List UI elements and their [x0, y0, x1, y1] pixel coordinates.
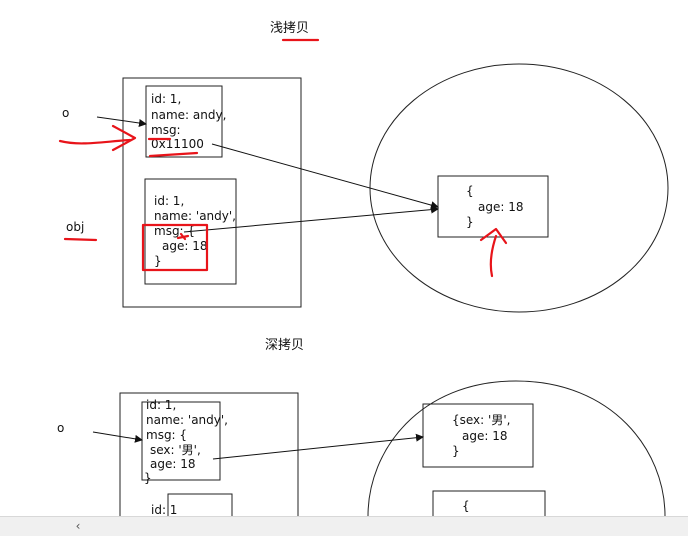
var-obj-label: obj — [66, 220, 84, 234]
deep-var-o-label: o — [57, 421, 64, 435]
deep-o-line-id: id: 1, — [146, 398, 176, 412]
shallow-copy-title: 浅拷贝 — [270, 21, 309, 36]
stack-frame-deep — [119, 392, 299, 516]
deep-o-line-sex: sex: '男', — [150, 443, 201, 457]
deep-second-heap-line-open: { — [462, 499, 470, 513]
obj-object-box — [144, 178, 237, 285]
scroll-left-icon[interactable]: ‹ — [75, 519, 81, 533]
o-line-id: id: 1, — [151, 92, 181, 106]
o-line-address: 0x11100 — [151, 137, 204, 151]
var-o-label: o — [62, 106, 69, 120]
deep-o-line-msg: msg: { — [146, 428, 187, 442]
horizontal-scrollbar[interactable]: ‹ — [0, 516, 688, 536]
o-arrow-annotation — [111, 124, 137, 152]
heap-line-age: age: 18 — [478, 200, 523, 214]
plus-mark-annotation — [176, 232, 190, 241]
stack-frame-shallow — [122, 77, 302, 308]
obj-line-close: } — [154, 254, 162, 268]
address-underline-annotation — [148, 151, 199, 158]
heap-line-open: { — [466, 184, 474, 198]
obj-line-id: id: 1, — [154, 194, 184, 208]
deep-second-box — [167, 493, 233, 516]
heap-ellipse-deep — [367, 380, 666, 516]
deep-copy-title: 深拷贝 — [265, 338, 304, 353]
deep-o-line-age: age: 18 — [150, 457, 195, 471]
arrow-address-to-heap — [211, 143, 439, 209]
copy-diagram: 浅拷贝 o obj id: 1, name: andy, msg: 0x1110… — [57, 21, 669, 516]
deep-o-line-close: } — [144, 471, 152, 485]
heap-line-close: } — [466, 215, 474, 229]
up-arrow-head-annotation — [479, 227, 508, 245]
obj-line-msg: msg: { — [154, 224, 195, 238]
deep-second-heap-box — [432, 490, 546, 516]
deep-o-line-name: name: 'andy', — [146, 413, 228, 427]
red-annotations — [58, 38, 508, 278]
obj-underline-annotation — [63, 237, 98, 242]
o-line-name: name: andy, — [151, 108, 226, 122]
arrow-o-to-object — [96, 116, 147, 127]
deep-arrow-msg-to-heap — [212, 433, 424, 460]
obj-line-name: name: 'andy', — [154, 209, 236, 223]
highlight-box-annotation — [141, 223, 209, 272]
deep-second-line-id: id: 1 — [151, 503, 177, 516]
deep-arrow-o-to-object — [92, 431, 143, 443]
arrow-obj-msg-to-heap — [183, 205, 439, 233]
o-underline-annotation — [58, 138, 132, 145]
deep-heap-line-close: } — [452, 444, 460, 458]
up-arrow-shaft-annotation — [489, 234, 498, 278]
deep-heap-line-age: age: 18 — [462, 429, 507, 443]
o-line-msg: msg: — [151, 123, 181, 137]
obj-line-age: age: 18 — [162, 239, 207, 253]
heap-ellipse-shallow — [369, 63, 669, 313]
deep-heap-line-sex: {sex: '男', — [452, 413, 510, 427]
